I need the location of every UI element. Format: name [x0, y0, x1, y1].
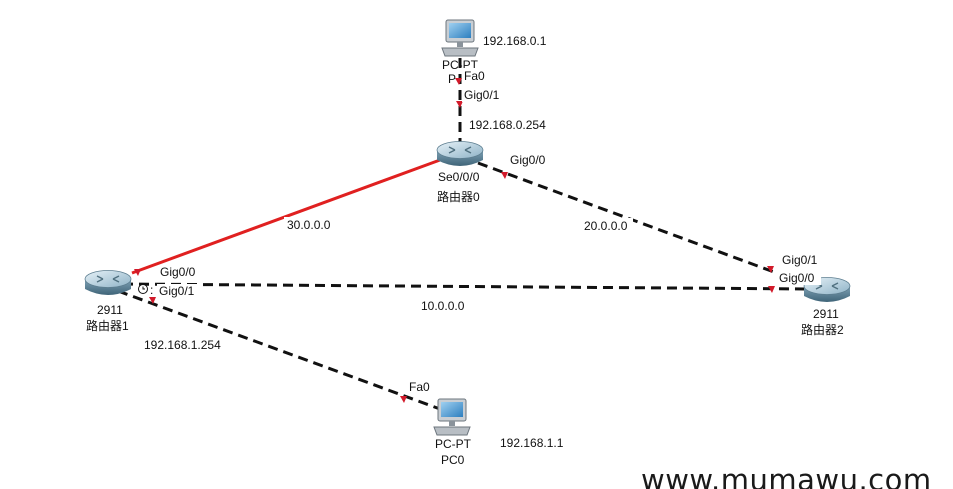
router0-device[interactable] — [436, 140, 484, 167]
port-indicator — [767, 266, 774, 273]
pc-top-port-label: Fa0 — [464, 69, 485, 83]
router0-lan-ip-label: 192.168.0.254 — [469, 118, 546, 132]
port-indicator — [149, 297, 156, 304]
clock-icon — [138, 284, 148, 294]
pc0-device[interactable] — [433, 398, 471, 436]
router0-port-gig01-label: Gig0/1 — [464, 88, 500, 102]
link-router1-pc0[interactable] — [117, 289, 441, 411]
router1-port-gig01-label: Gig0/1 — [159, 284, 195, 298]
network-10-label: 10.0.0.0 — [421, 299, 465, 313]
router1-lan-ip-label: 192.168.1.254 — [144, 338, 221, 352]
router2-port-gig00-label: Gig0/0 — [779, 271, 815, 285]
router1-device[interactable] — [84, 269, 132, 296]
link-serial-router0-router1[interactable] — [131, 158, 441, 275]
link-router1-router2[interactable] — [122, 282, 813, 291]
port-indicator — [134, 269, 141, 276]
clock-suffix: : — [150, 283, 153, 297]
pc-top-name-label: P — [448, 72, 456, 86]
pc0-model-label: PC-PT — [435, 437, 472, 451]
pc-icon — [433, 398, 471, 436]
router0-port-gig00-label: Gig0/0 — [510, 153, 546, 167]
router-icon — [436, 140, 484, 167]
router-icon — [84, 269, 132, 296]
router2-port-gig01-label: Gig0/1 — [782, 253, 818, 267]
link-router0-router2[interactable] — [477, 161, 813, 288]
port-indicator — [456, 101, 463, 108]
pc-top-ip-label: 192.168.0.1 — [483, 34, 547, 48]
port-indicator — [455, 78, 462, 85]
port-indicator — [768, 286, 775, 293]
network-20-label: 20.0.0.0 — [584, 219, 628, 233]
router0-name-label: 路由器0 — [437, 189, 480, 204]
port-indicator — [400, 396, 407, 403]
router0-port-se000-label: Se0/0/0 — [438, 170, 480, 184]
router1-model-label: 2911 — [97, 303, 123, 317]
pc-icon — [441, 19, 479, 57]
pc-top-device[interactable] — [441, 19, 479, 57]
watermark: www.mumawu.com — [641, 463, 932, 489]
router1-port-gig00-label: Gig0/0 — [160, 265, 196, 279]
pc0-name-label: PC0 — [441, 453, 465, 467]
router2-name-label: 路由器2 — [801, 322, 844, 337]
pc0-port-label: Fa0 — [409, 380, 430, 394]
router1-name-label: 路由器1 — [86, 318, 129, 333]
port-indicator — [501, 172, 508, 179]
pc0-ip-label: 192.168.1.1 — [500, 436, 564, 450]
router2-model-label: 2911 — [813, 307, 839, 321]
network-30-label: 30.0.0.0 — [287, 218, 331, 232]
